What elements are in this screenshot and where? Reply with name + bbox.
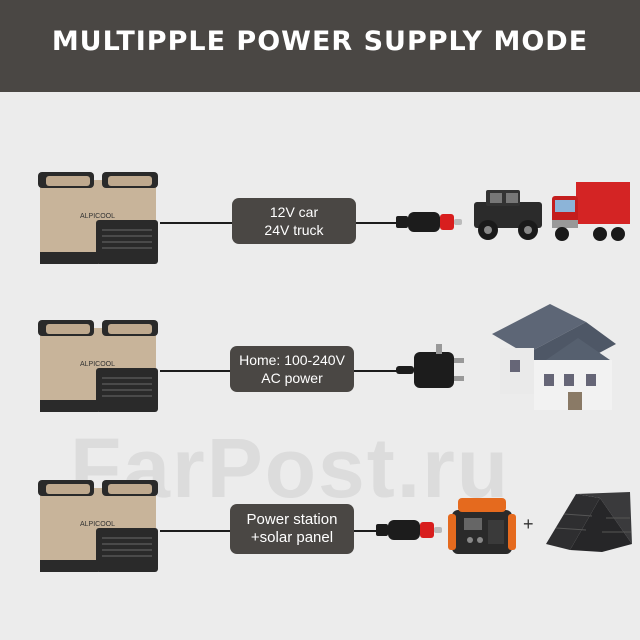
label-line: 24V truck <box>264 222 324 238</box>
fridge-icon: ALPICOOL <box>38 480 158 572</box>
label-line: Home: 100-240V <box>239 352 345 368</box>
mode-label-power-station: Power station +solar panel <box>230 504 354 554</box>
brand-logo: ALPICOOL <box>80 521 115 528</box>
page-title: MULTIPPLE POWER SUPPLY MODE <box>51 26 589 57</box>
row-home-ac: ALPICOOL Home: 100-240V AC power <box>0 304 640 428</box>
cable <box>160 370 230 372</box>
cable <box>160 530 230 532</box>
jeep-icon <box>474 190 542 240</box>
solar-panel-icon <box>546 492 632 552</box>
fridge-icon: ALPICOOL <box>38 172 158 264</box>
label-line: +solar panel <box>250 529 334 546</box>
house-icon <box>492 304 616 410</box>
label-line: 12V car <box>269 204 319 220</box>
cable <box>356 222 398 224</box>
label-line: Power station <box>246 511 338 528</box>
plus-sign: + <box>523 514 534 534</box>
row-car-truck: ALPICOOL 12V car 24V truck <box>0 170 640 280</box>
ac-plug-icon <box>396 344 464 388</box>
cable <box>354 530 378 532</box>
brand-logo: ALPICOOL <box>80 361 115 368</box>
cable <box>354 370 398 372</box>
mode-label-home: Home: 100-240V AC power <box>230 346 354 392</box>
brand-logo: ALPICOOL <box>80 213 115 220</box>
mode-label-car: 12V car 24V truck <box>232 198 356 244</box>
truck-icon <box>552 182 630 241</box>
car-plug-icon <box>396 212 462 232</box>
power-station-icon <box>448 498 516 554</box>
fridge-icon: ALPICOOL <box>38 320 158 412</box>
row-power-station: ALPICOOL Power station +solar panel + <box>0 478 640 588</box>
cable <box>160 222 232 224</box>
header-bar: MULTIPPLE POWER SUPPLY MODE <box>0 0 640 92</box>
car-plug-icon <box>376 520 442 540</box>
label-line: AC power <box>261 370 323 386</box>
